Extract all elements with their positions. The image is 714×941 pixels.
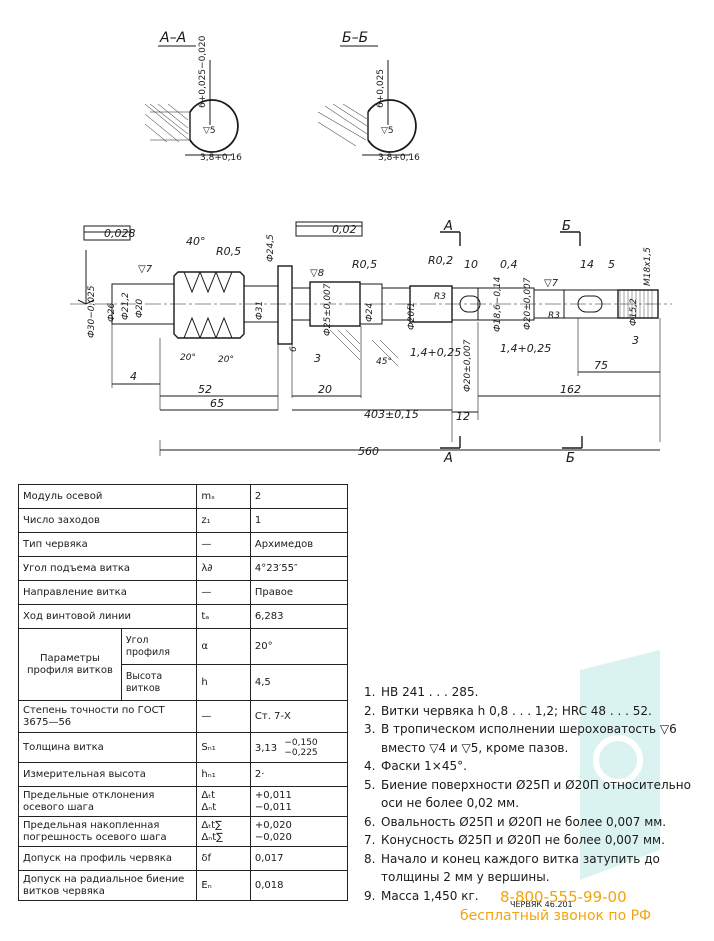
dim-d24: Ф24 [365,303,375,322]
worm-parameters-table: Модуль осевой mₛ 2 Число заходов z₁ 1 Ти… [17,484,349,901]
dim-d25: Ф25±0,007 [323,283,333,336]
dim-len-10: 10 [464,258,478,271]
dim-d20b: Ф20±0,007 [523,277,533,330]
dim-d20: Ф20 [135,299,145,318]
technical-notes: 1.HB 241 . . . 285. 2.Витки червяка h 0,… [364,683,704,905]
section-b-b: Б–Б 6+0,025 3,8+0,16 ▽5 [317,30,420,163]
table-row: Степень точности по ГОСТ 3675—56 — Ст. 7… [17,700,349,733]
dim-angle-40: 40° [186,235,206,248]
dim-len-65: 65 [210,397,224,410]
dim-len-403: 403±0,15 [364,408,419,421]
dim-len-75: 75 [594,359,608,372]
dim-d212: Ф21,2 [121,292,131,320]
section-b-title: Б–Б [342,30,368,46]
free-call-label: бесплатный звонок по РФ [460,908,652,924]
dim-runout-2: 0,02 [332,223,357,236]
dim-len-04: 0,4 [500,258,518,271]
technical-drawing: А–А 6+0,025−0,020 3,8+0,16 ▽5 Б–Б 6+0,02… [0,0,714,470]
dim-d186: Ф18,6−0,14 [493,276,503,332]
section-a-keyway: 3,8+0,16 [200,153,242,163]
dim-d26: Ф26 [107,303,117,322]
section-a-tolerance: 6+0,025−0,020 [198,35,208,108]
roughness-8: ▽8 [310,268,324,279]
dim-len-52: 52 [198,383,212,396]
profile-group-label: Параметры профиля витков [18,628,122,701]
list-item: 5.Биение поверхности Ø25П и Ø20П относит… [364,777,691,811]
dim-len-162: 162 [560,383,581,396]
dim-d31: Ф31 [255,301,265,320]
dim-d245: Ф24,5 [266,234,276,262]
list-item: 7.Конусность Ø25П и Ø20П не более 0,007 … [364,833,665,847]
table-row: Измерительная высота hₙ₁ 2· [17,762,349,787]
dim-radius-b: R0,5 [352,258,377,271]
dim-len-3b: 3 [314,352,321,365]
list-item: 2.Витки червяка h 0,8 . . . 1,2; HRC 48 … [364,703,652,718]
watermark-logo [580,650,660,880]
table-row: Число заходов z₁ 1 [17,508,349,533]
section-marker-b: Б [562,219,571,234]
dim-len-560: 560 [358,445,379,458]
dim-radius-e: R3 [548,311,560,321]
section-b-roughness: ▽5 [381,126,394,136]
list-item: 3.В тропическом исполнении шероховатость… [364,722,677,755]
dim-len-4: 4 [130,370,137,383]
section-marker-a-bottom: А [443,451,453,466]
list-item: 6.Овальность Ø25П и Ø20П не более 0,007 … [364,814,667,829]
dim-angle-20b: 20° [218,355,234,365]
dim-len-3: 3 [632,334,639,347]
section-a-title: А–А [159,30,186,46]
table-row: Толщина витка Sₙ₁ 3,13 −0,150 −0,225 [17,732,349,763]
list-item: 9.Масса 1,450 кг. [364,888,479,903]
dim-d152: Ф15,2 [629,298,639,326]
dim-m18: M18x1,5 [643,247,653,286]
dim-radius-c: R0,2 [428,254,453,267]
table-row: Угол подъема витка λ∂ 4°23′55″ [17,556,349,581]
list-item: 1.HB 241 . . . 285. [364,685,479,699]
dim-len-20: 20 [318,383,332,396]
dim-d30: Ф30−0,025 [87,285,97,338]
table-row: Допуск на профиль червяка δf 0,017 [17,846,349,871]
part-caption: ЧЕРВЯК 46.201 [510,900,573,909]
dim-len-6: 6 [289,346,299,352]
section-a-a: А–А 6+0,025−0,020 3,8+0,16 ▽5 [144,30,242,163]
dim-d201: Ф20f1 [407,302,417,330]
dim-len-14: 14 [580,258,594,271]
section-b-tolerance: 6+0,025 [376,69,386,108]
table-row: Ход винтовой линии tₐ 6,283 [17,604,349,629]
list-item: 8.Начало и конец каждого витка затупить … [364,851,660,885]
dim-radius-a: R0,5 [216,245,241,258]
table-row: Тип червяка — Архимедов [17,532,349,557]
roughness-7b: ▽7 [544,278,559,289]
section-marker-b-bottom: Б [566,451,575,466]
dim-len-14b: 1,4+0,25 [500,342,551,355]
list-item: 4.Фаски 1×45°. [364,759,467,773]
phone-link[interactable]: 8-800-555-99-00 [500,888,627,906]
section-b-keyway: 3,8+0,16 [378,153,420,163]
roughness-7: ▽7 [138,264,153,275]
dim-runout-1: 0,028 [104,227,136,240]
dim-len-14a: 1,4+0,25 [410,346,461,359]
table-row: Высота витков h 4,5 [19,664,349,701]
table-row: Модуль осевой mₛ 2 [17,484,349,509]
dim-angle-45: 45° [376,357,392,367]
section-marker-a: А [443,219,453,234]
table-row: Предельная накопленная погрешность осево… [17,816,349,847]
dim-radius-d: R3 [434,292,446,302]
dim-d20c: Ф20±0,007 [463,339,473,392]
shaft-view [70,221,672,456]
table-row: Параметры профиля витков Угол профиля α … [18,628,349,701]
dim-angle-20a: 20° [180,353,196,363]
table-row: Направление витка — Правое [17,580,349,605]
table-row: Допуск на радиальное биение витков червя… [17,870,349,901]
dim-len-5: 5 [608,258,615,271]
dim-len-12: 12 [456,410,470,423]
section-a-roughness: ▽5 [203,126,216,136]
